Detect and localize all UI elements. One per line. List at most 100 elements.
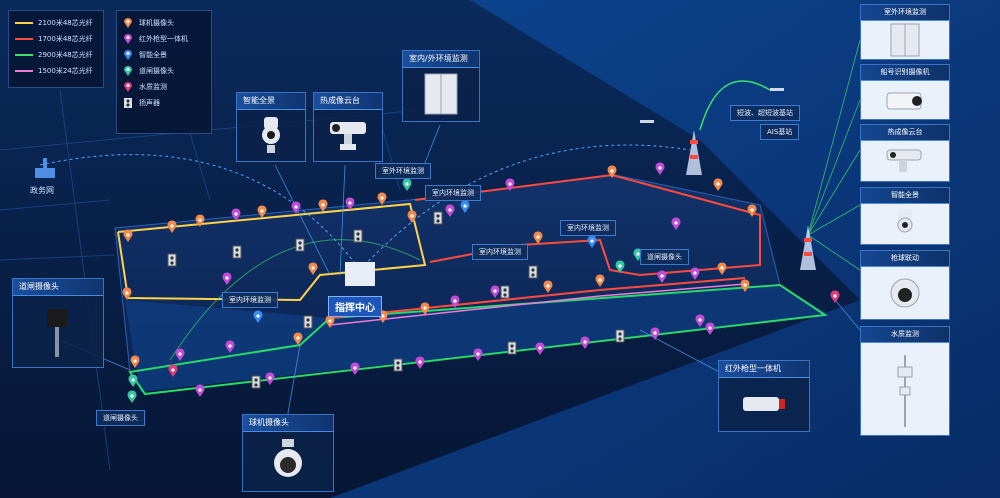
map-pin-icon[interactable] [122,287,132,300]
tag-barrier-camera[interactable]: 道闸摄像头 [96,410,145,426]
map-pin-icon[interactable] [535,342,545,355]
map-pin-icon[interactable] [830,290,840,303]
map-pin-icon[interactable] [128,374,138,387]
tag-indoor-env[interactable]: 室内环境监测 [425,185,481,201]
boat-icon [640,120,654,123]
map-pin-icon[interactable] [231,208,241,221]
speaker-icon[interactable] [615,329,625,343]
right-card[interactable]: 热成像云台 [860,124,950,182]
map-pin-icon[interactable] [168,364,178,377]
callout-smart-panorama[interactable]: 智能全景 [236,92,306,162]
map-pin-icon[interactable] [473,348,483,361]
map-pin-icon[interactable] [265,372,275,385]
map-pin-icon[interactable] [350,362,360,375]
map-pin-icon[interactable] [291,201,301,214]
legend-label: 2900米48芯光纤 [38,51,93,59]
card-title: 智能全景 [861,188,949,204]
speaker-icon[interactable] [528,265,538,279]
speaker-icon[interactable] [295,238,305,252]
map-pin-icon[interactable] [222,272,232,285]
map-pin-icon[interactable] [127,390,137,403]
cabinet-icon [411,73,471,115]
map-pin-icon[interactable] [377,192,387,205]
map-pin-icon[interactable] [747,204,757,217]
dome-camera-icon [251,437,325,485]
map-pin-icon[interactable] [650,327,660,340]
map-pin-icon[interactable] [657,270,667,283]
callout-title: 热成像云台 [314,93,382,110]
map-pin-icon[interactable] [490,285,500,298]
tag-indoor-env[interactable]: 室内环境监测 [472,244,528,260]
speaker-icon[interactable] [507,341,517,355]
map-pin-icon[interactable] [445,204,455,217]
map-pin-icon[interactable] [717,262,727,275]
callout-thermal-ptz[interactable]: 热成像云台 [313,92,383,162]
map-pin-icon[interactable] [175,348,185,361]
map-pin-icon[interactable] [257,205,267,218]
map-pin-icon[interactable] [713,178,723,191]
map-pin-icon[interactable] [655,162,665,175]
map-pin-icon[interactable] [308,262,318,275]
map-pin-icon[interactable] [505,178,515,191]
map-pin-icon[interactable] [407,210,417,223]
right-card[interactable]: 枪球联动 [860,250,950,320]
callout-barrier-camera[interactable]: 道闸摄像头 [12,278,104,368]
map-pin-icon[interactable] [740,279,750,292]
map-pin-icon[interactable] [402,178,412,191]
map-pin-icon[interactable] [415,356,425,369]
map-pin-icon[interactable] [607,165,617,178]
speaker-icon[interactable] [353,229,363,243]
map-pin-icon[interactable] [671,217,681,230]
map-pin-icon[interactable] [420,302,430,315]
tag-indoor-env[interactable]: 室内环境监测 [560,220,616,236]
map-pin-icon[interactable] [345,197,355,210]
map-pin-icon[interactable] [460,200,470,213]
map-pin-icon[interactable] [695,314,705,327]
tag-ais-station[interactable]: AIS基站 [760,124,800,140]
tag-barrier-camera[interactable]: 道闸摄像头 [640,249,689,265]
right-card[interactable]: 水质监测 [860,326,950,436]
map-pin-icon[interactable] [690,267,700,280]
map-pin-icon[interactable] [705,322,715,335]
map-pin-icon[interactable] [595,274,605,287]
speaker-icon[interactable] [500,285,510,299]
callout-ir-bullet[interactable]: 红外枪型一体机 [718,360,810,432]
cabinet-icon [861,21,949,59]
command-center-label[interactable]: 指挥中心 [328,296,382,317]
map-pin-icon[interactable] [195,214,205,227]
map-pin-icon[interactable] [587,235,597,248]
right-card[interactable]: 室外环境监测 [860,4,950,60]
map-pin-icon[interactable] [318,199,328,212]
map-pin-icon[interactable] [580,336,590,349]
speaker-icon[interactable] [232,245,242,259]
right-card[interactable]: 智能全景 [860,187,950,245]
map-pin-icon[interactable] [325,315,335,328]
map-pin-icon[interactable] [615,260,625,273]
map-pin-icon[interactable] [533,231,543,244]
callout-dome-camera[interactable]: 球机摄像头 [242,414,334,492]
map-pin-icon[interactable] [293,332,303,345]
right-card[interactable]: 船号识别摄像机 [860,64,950,120]
map-pin-icon[interactable] [450,295,460,308]
legend-pin-row: 扬声器 [123,95,205,111]
map-pin-icon[interactable] [253,310,263,323]
card-title: 水质监测 [861,327,949,343]
map-pin-icon[interactable] [195,384,205,397]
map-pin-icon[interactable] [130,355,140,368]
map-pin-icon[interactable] [167,220,177,233]
tag-shortwave-station[interactable]: 短波、超短波基站 [730,105,800,121]
map-pin-icon[interactable] [543,280,553,293]
speaker-icon[interactable] [393,358,403,372]
line-swatch [15,70,33,72]
map-pin-icon[interactable] [123,229,133,242]
callout-env-monitor[interactable]: 室内/外环境监测 [402,50,480,122]
speaker-icon[interactable] [251,375,261,389]
speaker-icon[interactable] [303,315,313,329]
card-title: 热成像云台 [861,125,949,141]
speaker-icon[interactable] [167,253,177,267]
map-pin-icon[interactable] [225,340,235,353]
tag-outdoor-env[interactable]: 室外环境监测 [375,163,431,179]
tag-indoor-env[interactable]: 室内环境监测 [222,292,278,308]
speaker-icon[interactable] [433,211,443,225]
